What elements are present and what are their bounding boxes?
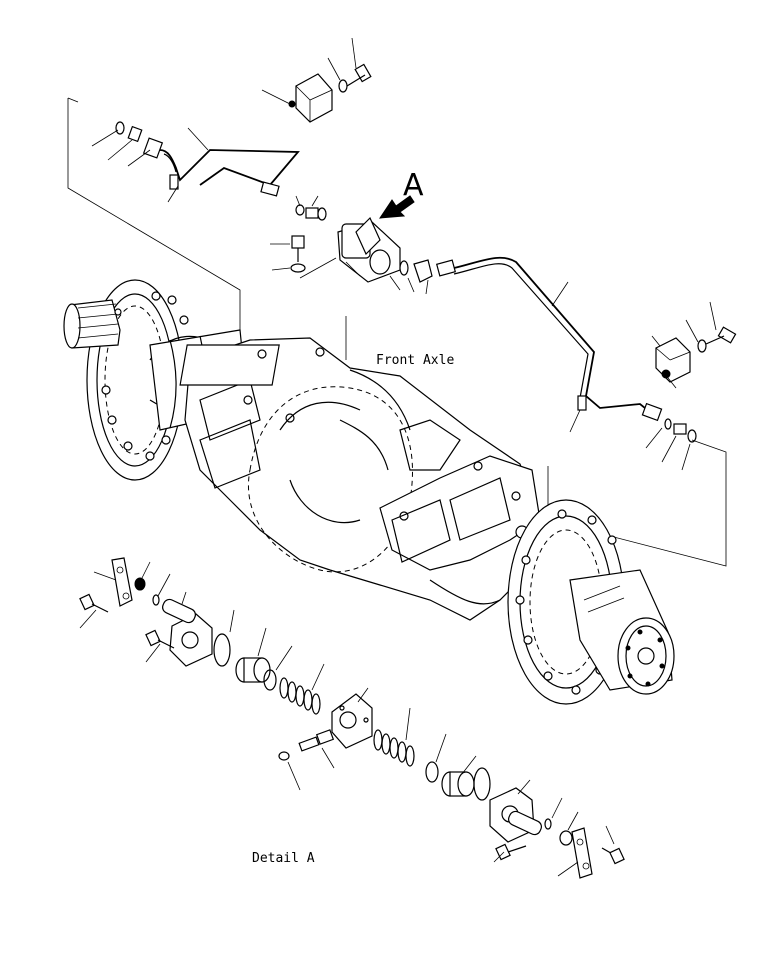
bolt-valve — [270, 235, 306, 273]
o-ring-left — [213, 609, 235, 667]
brake-cylinder-right — [489, 779, 542, 843]
tube-fitting-upper-right — [260, 181, 327, 221]
tube-fitting-upper-left — [91, 121, 179, 203]
detail-a-label: Detail A — [252, 851, 315, 866]
upper-left-brake-line-group — [67, 37, 372, 335]
tube-fitting-right — [641, 402, 697, 471]
spring-right — [373, 707, 415, 767]
bolt-detail-left-lower — [145, 629, 175, 663]
spring-left — [279, 663, 325, 715]
view-arrow-a: A — [379, 168, 424, 219]
brake-tube-right — [453, 256, 651, 413]
front-axle-label: Front Axle — [376, 353, 454, 368]
view-letter-label: A — [403, 168, 424, 203]
seal-right — [425, 733, 447, 783]
mounting-bracket-upper — [261, 73, 333, 123]
brake-tube-upper — [159, 149, 300, 187]
bolt-detail-left-upper — [79, 593, 109, 629]
bleeder-screw — [278, 729, 335, 791]
brake-cylinder-left — [162, 591, 213, 667]
detail-a-parts: Detail A — [79, 557, 625, 879]
retainer-plate-right — [544, 797, 593, 879]
seal-left — [263, 645, 293, 691]
piston-right — [441, 755, 477, 797]
front-axle-housing: Front Axle — [63, 279, 541, 621]
right-brake-line-group — [453, 256, 737, 567]
bolt-detail-right-lower — [493, 843, 527, 863]
bolt-upper — [327, 37, 372, 93]
valve-body-detail — [331, 687, 373, 749]
right-wheel-hub — [507, 499, 675, 705]
retainer-plate-left — [93, 557, 171, 607]
bolt-right — [651, 301, 737, 353]
mounting-bracket-right — [655, 337, 691, 389]
bolt-detail-right-upper — [601, 825, 625, 865]
o-ring-right — [473, 767, 491, 801]
brake-valve-assembly — [299, 216, 457, 295]
piston-left — [235, 627, 271, 683]
